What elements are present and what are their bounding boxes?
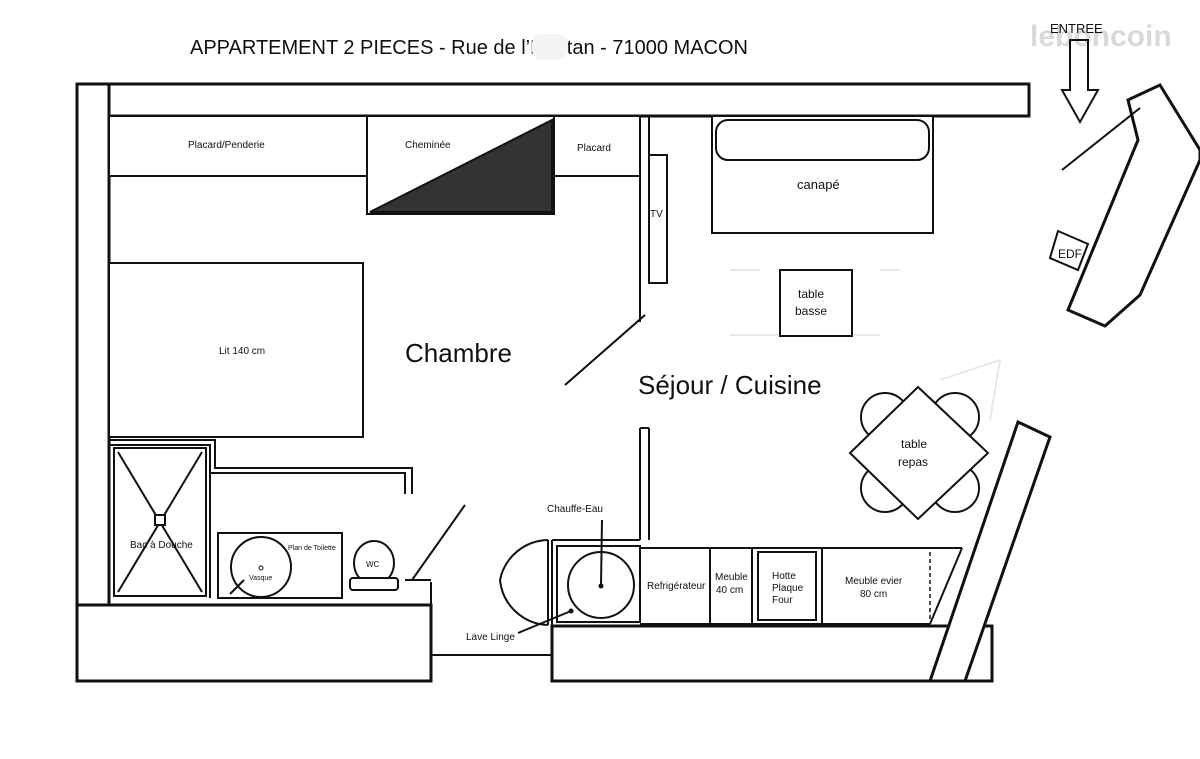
closets: Placard/Penderie Cheminée Placard	[108, 115, 641, 215]
lit-label: Lit 140 cm	[219, 346, 265, 357]
canape-label: canapé	[797, 177, 840, 192]
wc-label: WC	[366, 560, 380, 569]
lave-linge-label: Lave Linge	[466, 632, 515, 643]
coffee-table: table basse	[779, 269, 853, 337]
water-heater: Chauffe-Eau Lave Linge	[466, 504, 641, 643]
meuble-40-line2: 40 cm	[716, 585, 743, 596]
placard-label: Placard	[577, 143, 611, 154]
hotte-line1: Hotte	[772, 571, 796, 582]
plan-title: APPARTEMENT 2 PIECES - Rue de l’Héritan …	[190, 37, 748, 59]
placard-penderie-label: Placard/Penderie	[188, 140, 265, 151]
table-basse-line1: table	[798, 287, 824, 301]
partition-walls	[564, 116, 650, 540]
table-repas-line1: table	[901, 437, 927, 451]
title-redaction	[532, 34, 568, 60]
watermark-logo: leboncoin	[1030, 20, 1172, 53]
kitchen-units: Refrigérateur Meuble 40 cm Hotte Plaque …	[640, 547, 963, 625]
dining-table: table repas	[848, 385, 990, 521]
sofa: canapé	[711, 115, 934, 234]
plan-toilette-label: Plan de Toilette	[288, 545, 336, 552]
vanity: Plan de Toilette Vasque	[217, 532, 343, 599]
entrance-label: ENTREE	[1050, 21, 1103, 36]
table-repas-line2: repas	[898, 455, 928, 469]
chauffe-eau-label: Chauffe-Eau	[547, 504, 603, 515]
tv-label: TV	[650, 209, 663, 220]
meuble-40-line1: Meuble	[715, 572, 748, 583]
meuble-evier-line1: Meuble evier	[845, 576, 903, 587]
edf-label: EDF	[1058, 247, 1082, 261]
refrigerateur-label: Refrigérateur	[647, 581, 706, 592]
table-basse-line2: basse	[795, 304, 827, 318]
hotte-line2: Plaque	[772, 583, 804, 594]
shower-tray: Bac à Douche	[113, 447, 207, 597]
entrance-door: ENTREE	[1050, 21, 1141, 171]
bathroom-walls	[109, 439, 466, 598]
wc: WC	[349, 540, 399, 591]
vasque-label: Vasque	[249, 575, 272, 582]
bed: Lit 140 cm	[108, 262, 364, 438]
room-label-chambre: Chambre	[405, 338, 512, 368]
bac-douche-label: Bac à Douche	[130, 540, 193, 551]
cheminee-label: Cheminée	[405, 140, 451, 151]
room-label-sejour: Séjour / Cuisine	[638, 370, 822, 400]
hotte-line3: Four	[772, 595, 793, 606]
utility-walls	[430, 539, 640, 656]
meuble-evier-line2: 80 cm	[860, 589, 887, 600]
edf-box: EDF	[1048, 229, 1090, 272]
background-traces	[730, 269, 1002, 421]
tv: TV	[648, 154, 668, 284]
chimney-hatch	[369, 118, 553, 213]
